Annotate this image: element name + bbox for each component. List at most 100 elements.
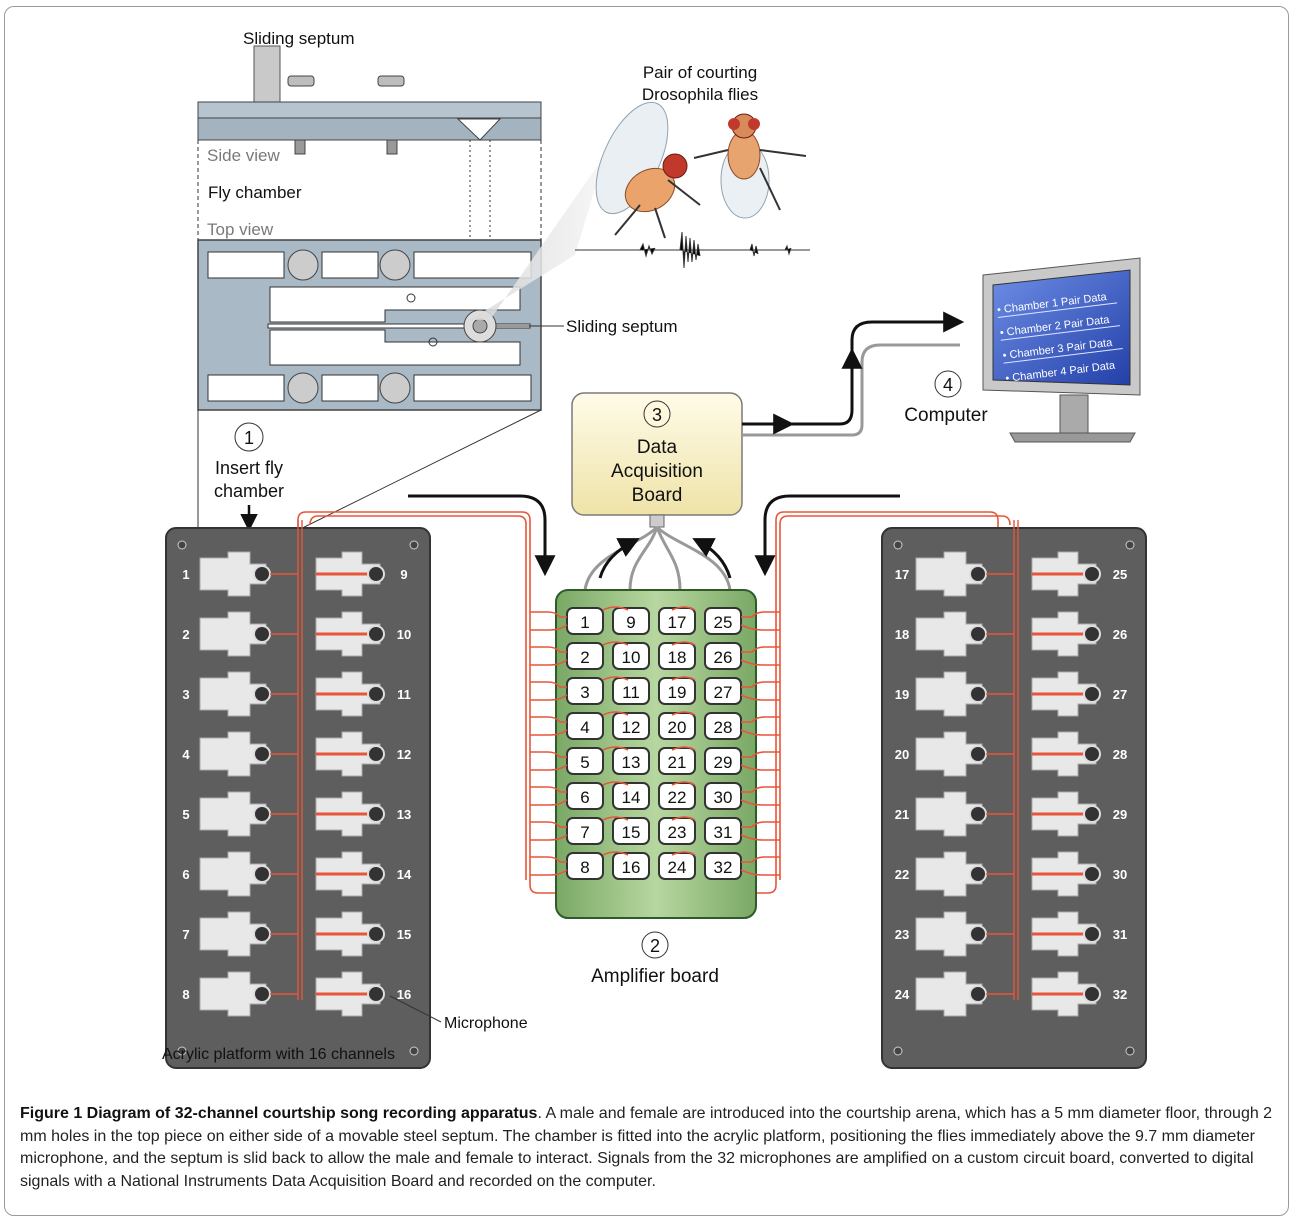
row-wire <box>530 716 567 723</box>
sliding-septum-right-label: Sliding septum <box>566 317 678 336</box>
amplifier-key[interactable]: 11 <box>612 677 650 705</box>
amplifier-key[interactable]: 23 <box>658 817 696 845</box>
row-wire <box>671 711 696 716</box>
chamber-slot[interactable] <box>199 611 271 657</box>
chamber-slot[interactable] <box>915 911 987 957</box>
cable-to-computer <box>742 343 960 437</box>
chamber-slot[interactable] <box>315 851 385 897</box>
row-wire <box>671 746 696 751</box>
amplifier-key[interactable]: 10 <box>612 642 650 670</box>
key-label: 23 <box>668 823 687 842</box>
amplifier-key[interactable]: 27 <box>704 677 742 705</box>
chamber-slot[interactable] <box>315 671 385 717</box>
chamber-slot[interactable] <box>315 971 385 1017</box>
row-wire <box>530 659 568 666</box>
chamber-slot[interactable] <box>915 851 987 897</box>
chamber-slot[interactable] <box>199 551 271 597</box>
chamber-slot[interactable] <box>199 851 271 897</box>
amplifier-key[interactable]: 22 <box>658 782 696 810</box>
step1-line2: chamber <box>214 481 284 501</box>
chamber-slot[interactable] <box>1031 971 1101 1017</box>
step2-label: Amplifier board <box>591 966 719 987</box>
amplifier-key[interactable]: 2 <box>566 642 604 670</box>
chamber-slot[interactable] <box>1031 611 1101 657</box>
amplifier-key[interactable]: 16 <box>612 852 650 880</box>
chamber-slot[interactable] <box>1031 551 1101 597</box>
key-label: 11 <box>622 683 640 702</box>
chamber-slot[interactable] <box>1031 791 1101 837</box>
chamber-slot[interactable] <box>199 731 271 777</box>
amplifier-key[interactable]: 15 <box>612 817 650 845</box>
amplifier-key[interactable]: 20 <box>658 712 696 740</box>
chamber-slot[interactable] <box>1031 851 1101 897</box>
amplifier-key[interactable]: 12 <box>612 712 650 740</box>
chamber-slot[interactable] <box>315 911 385 957</box>
chamber-slot[interactable] <box>315 611 385 657</box>
amplifier-key[interactable]: 25 <box>704 607 742 635</box>
amplifier-key[interactable]: 24 <box>658 852 696 880</box>
amplifier-key[interactable]: 5 <box>566 747 604 775</box>
amplifier-key[interactable]: 17 <box>658 607 696 635</box>
amplifier-key[interactable]: 19 <box>658 677 696 705</box>
chamber-slot[interactable] <box>199 791 271 837</box>
row-wire <box>740 764 780 771</box>
chamber-slot[interactable] <box>915 731 987 777</box>
amplifier-key[interactable]: 21 <box>658 747 696 775</box>
amplifier-key[interactable]: 31 <box>704 817 742 845</box>
chamber-slot[interactable] <box>1031 911 1101 957</box>
chamber-slot[interactable] <box>315 731 385 777</box>
amplifier-key[interactable]: 18 <box>658 642 696 670</box>
channel-number: 1 <box>182 567 189 582</box>
chamber-slot[interactable] <box>199 971 271 1017</box>
key-frame <box>704 852 742 880</box>
row-wire <box>671 816 696 821</box>
amplifier-key[interactable]: 7 <box>566 817 604 845</box>
amplifier-key[interactable]: 9 <box>612 607 650 635</box>
amplifier-key[interactable]: 28 <box>704 712 742 740</box>
chamber-slot[interactable] <box>915 551 987 597</box>
key-label: 10 <box>622 648 641 667</box>
amplifier-key[interactable]: 6 <box>566 782 604 810</box>
chamber-slot[interactable] <box>915 671 987 717</box>
arrow-up <box>790 347 863 426</box>
slot-outline <box>915 971 983 1017</box>
fly-chamber <box>197 45 605 546</box>
screw-head <box>287 372 319 404</box>
amplifier-key[interactable]: 30 <box>704 782 742 810</box>
amplifier-key[interactable]: 4 <box>566 712 604 740</box>
microphone-icon <box>367 745 385 763</box>
chamber-slot[interactable] <box>1031 671 1101 717</box>
slot-outline <box>915 551 983 597</box>
chamber-slot[interactable] <box>199 911 271 957</box>
channel-number: 4 <box>182 747 190 762</box>
channel-number: 21 <box>895 807 909 822</box>
amplifier-key[interactable]: 8 <box>566 852 604 880</box>
amplifier-key[interactable]: 32 <box>704 852 742 880</box>
channel-number: 11 <box>397 687 411 702</box>
amplifier-key[interactable]: 29 <box>704 747 742 775</box>
amplifier-key[interactable]: 1 <box>566 607 604 635</box>
amplifier-key[interactable]: 14 <box>612 782 650 810</box>
amplifier-key[interactable]: 13 <box>612 747 650 775</box>
corner-screw <box>409 540 419 550</box>
key-frame <box>612 607 650 635</box>
corner-screw <box>409 1046 419 1056</box>
channel-number: 7 <box>182 927 189 942</box>
chamber-slot[interactable] <box>1031 731 1101 777</box>
chamber-slot[interactable] <box>315 791 385 837</box>
chamber-slot[interactable] <box>915 611 987 657</box>
key-frame <box>612 817 650 845</box>
chamber-slot[interactable] <box>915 971 987 1017</box>
chamber-slot[interactable] <box>315 551 385 597</box>
microphone-icon <box>367 925 385 943</box>
row-wire <box>602 816 629 821</box>
row-wire <box>741 821 780 828</box>
slot-outline <box>199 551 267 597</box>
row-wire <box>530 799 568 806</box>
amplifier-key[interactable]: 3 <box>566 677 604 705</box>
row-wire <box>671 781 696 786</box>
flies-label-line1: Pair of courting <box>643 63 757 82</box>
amplifier-key[interactable]: 26 <box>704 642 742 670</box>
key-label: 30 <box>714 788 733 807</box>
